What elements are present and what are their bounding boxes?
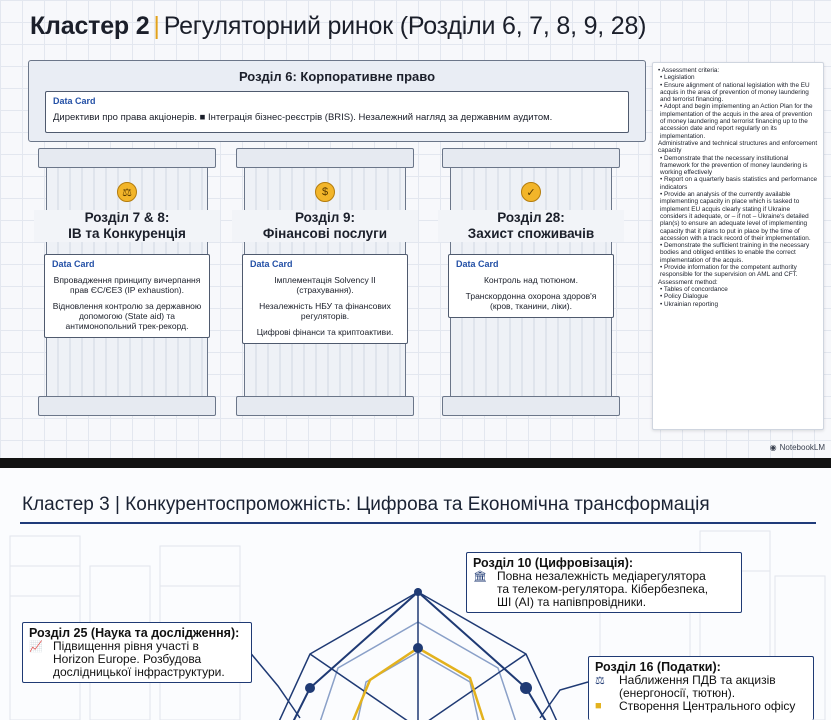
column-section-9: $ Розділ 9: Фінансові послуги Data Card … (232, 148, 418, 416)
title-subject: Регуляторний ринок (Розділи 6, 7, 8, 9, … (163, 12, 647, 40)
assessment-criteria-note: • Assessment criteria:• Legislation• Ens… (652, 62, 824, 430)
callout-title: Розділ 25 (Наука та дослідження): (29, 626, 240, 640)
radar-point (520, 682, 532, 694)
connector-r16 (539, 681, 589, 719)
radar-point (413, 643, 423, 653)
card-paragraph: Незалежність НБУ та фінансових регулятор… (259, 301, 391, 321)
callout-connectors (247, 649, 589, 719)
section-6-beam: Розділ 6: Корпоративне право Data Card Д… (28, 60, 646, 142)
criteria-item: • Assessment criteria: (658, 67, 720, 74)
column-capital (236, 148, 414, 168)
notebooklm-watermark: ◉ NotebookLM (770, 443, 825, 452)
criteria-item: Administrative and technical structures … (658, 139, 818, 155)
radar-outer-ring (278, 591, 558, 720)
callout-line: Horizon Europe. Розбудова (53, 652, 202, 666)
data-card-label: Data Card (456, 259, 499, 269)
callout-section-16: Розділ 16 (Податки): ⚖ Наближення ПДВ та… (588, 656, 814, 720)
slide-cluster-2: Кластер 2|Регуляторний ринок (Розділи 6,… (0, 0, 831, 458)
data-card-label: Data Card (52, 259, 95, 269)
criteria-item: • Legislation (660, 74, 695, 82)
scales-icon: ⚖ (595, 675, 605, 687)
criteria-item: • Demonstrate that the necessary institu… (660, 154, 808, 177)
card-paragraph: Контроль над тютюном. (483, 275, 578, 285)
shield-check-icon: ✓ (521, 182, 541, 202)
callout-title: Розділ 10 (Цифровізація): (473, 556, 634, 570)
title-separator: | (153, 12, 160, 40)
section-6-card-text: Директиви про права акціонерів. ■ Інтегр… (53, 112, 553, 123)
connector-r25 (247, 649, 301, 719)
callout-line: Підвищення рівня участі в (53, 639, 199, 653)
scales-icon: ⚖ (117, 182, 137, 202)
criteria-item: • Ensure alignment of national legislati… (660, 81, 810, 104)
card-paragraph: Впровадження принципу вичерпання прав ЄС… (53, 275, 201, 295)
criteria-item: • Demonstrate the sufficient training in… (660, 242, 810, 264)
criteria-item: Assessment method: (658, 278, 718, 286)
column-title-line-2: Захист споживачів (467, 226, 595, 241)
watermark-text: NotebookLM (779, 443, 825, 452)
bank-icon: 🏛 (473, 571, 487, 583)
criteria-item: • Report on a quarterly basis statistics… (660, 176, 818, 191)
notebooklm-logo-icon: ◉ (769, 443, 777, 452)
slide-cluster-3: Кластер 3 | Конкурентоспроможність: Цифр… (0, 468, 831, 720)
slide-title: Кластер 2|Регуляторний ринок (Розділи 6,… (30, 12, 647, 41)
radar-axis (428, 653, 527, 720)
section-6-data-card: Data Card Директиви про права акціонерів… (45, 91, 629, 133)
trend-up-icon: 📈 (29, 641, 43, 653)
callout-section-25: Розділ 25 (Наука та дослідження): 📈 Підв… (22, 622, 252, 683)
data-card-label: Data Card (250, 259, 293, 269)
criteria-item: • Ukrainian reporting (660, 300, 719, 308)
criteria-item: • Provide an analysis of the currently a… (660, 191, 811, 242)
criteria-item: • Provide information for the competent … (660, 264, 798, 279)
column-section-28: ✓ Розділ 28: Захист споживачів Data Card… (438, 148, 624, 416)
column-data-card: Data Card Імплементація Solvency II (стр… (242, 254, 408, 344)
column-capital (442, 148, 620, 168)
callout-line: Створення Центрального офісу (619, 699, 796, 713)
callout-line: Наближення ПДВ та акцизів (619, 673, 776, 687)
callout-line: Повна незалежність медіарегулятора (497, 569, 706, 583)
slide-divider (0, 458, 831, 468)
card-paragraph: Цифрові фінанси та криптоактиви. (256, 327, 394, 337)
slide-title: Кластер 3 | Конкурентоспроможність: Цифр… (22, 494, 710, 515)
square-icon: ■ (595, 700, 602, 712)
card-paragraph: Відновлення контролю за державною допомо… (52, 301, 202, 331)
column-base (38, 396, 216, 416)
section-6-title: Розділ 6: Корпоративне право (238, 69, 436, 84)
column-data-card: Data Card Впровадження принципу вичерпан… (44, 254, 210, 338)
data-card-label: Data Card (53, 96, 96, 106)
column-data-card: Data Card Контроль над тютюном. Транскор… (448, 254, 614, 318)
column-base (236, 396, 414, 416)
radar-point (305, 683, 315, 693)
column-title-line-1: Розділ 28: (497, 210, 565, 225)
callout-section-10: Розділ 10 (Цифровізація): 🏛 Повна незале… (466, 552, 742, 613)
coins-icon: $ (315, 182, 335, 202)
callout-line: ШІ (AI) та напівпровідники. (497, 595, 647, 609)
column-base (442, 396, 620, 416)
radar-mid-ring (319, 621, 517, 720)
radar-chart (278, 588, 558, 720)
callout-line: (енергоносії, тютюн). (619, 686, 736, 700)
column-title: Розділ 28: Захист споживачів (438, 210, 624, 242)
column-title: Розділ 9: Фінансові послуги (232, 210, 418, 242)
criteria-item: • Policy Dialogue (660, 293, 709, 301)
column-title-line-2: ІВ та Конкуренція (68, 226, 186, 241)
column-title-line-2: Фінансові послуги (262, 226, 388, 241)
column-section-7-8: ⚖ Розділ 7 & 8: ІВ та Конкуренція Data C… (34, 148, 220, 416)
title-underline (20, 522, 816, 524)
criteria-item: • Adopt and begin implementing an Action… (660, 103, 813, 140)
callout-title: Розділ 16 (Податки): (595, 660, 721, 674)
title-cluster: Кластер 2 (30, 12, 150, 40)
column-title: Розділ 7 & 8: ІВ та Конкуренція (34, 210, 220, 242)
column-title-line-1: Розділ 7 & 8: (84, 210, 170, 225)
column-capital (38, 148, 216, 168)
callout-line: дослідницької інфраструктури. (53, 665, 225, 679)
criteria-item: • Tables of concordance (660, 285, 728, 293)
column-title-line-1: Розділ 9: (294, 210, 356, 225)
card-paragraph: Імплементація Solvency II (страхування). (274, 275, 376, 295)
callout-line: та телеком-регулятора. Кібербезпека, (497, 582, 709, 596)
card-paragraph: Транскордонна охорона здоров'я (кров, тк… (465, 291, 597, 311)
radar-axis (309, 653, 408, 720)
